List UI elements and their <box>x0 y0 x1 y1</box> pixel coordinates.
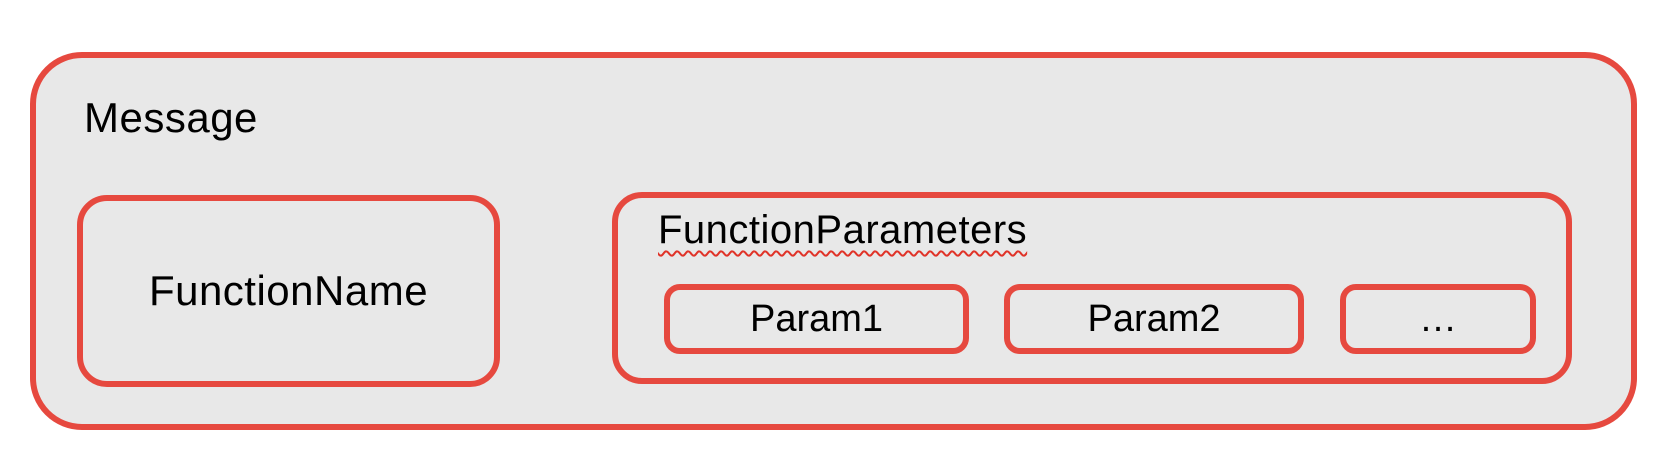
function-name-box: FunctionName <box>77 195 500 387</box>
param-ellipsis-label: … <box>1419 297 1457 340</box>
function-parameters-box: FunctionParameters Param1 Param2 … <box>612 192 1572 384</box>
message-label: Message <box>84 94 258 141</box>
param-box-1: Param1 <box>664 284 969 354</box>
param-1-label: Param1 <box>749 297 884 340</box>
param-box-ellipsis: … <box>1340 284 1536 354</box>
function-parameters-label: FunctionParameters <box>658 208 1028 252</box>
function-name-label: FunctionName <box>148 267 429 314</box>
param-2-label: Param2 <box>1087 297 1221 340</box>
param-box-2: Param2 <box>1004 284 1304 354</box>
message-container-box: Message FunctionName FunctionParameters … <box>30 52 1637 430</box>
params-row: Param1 Param2 … <box>618 284 1566 354</box>
